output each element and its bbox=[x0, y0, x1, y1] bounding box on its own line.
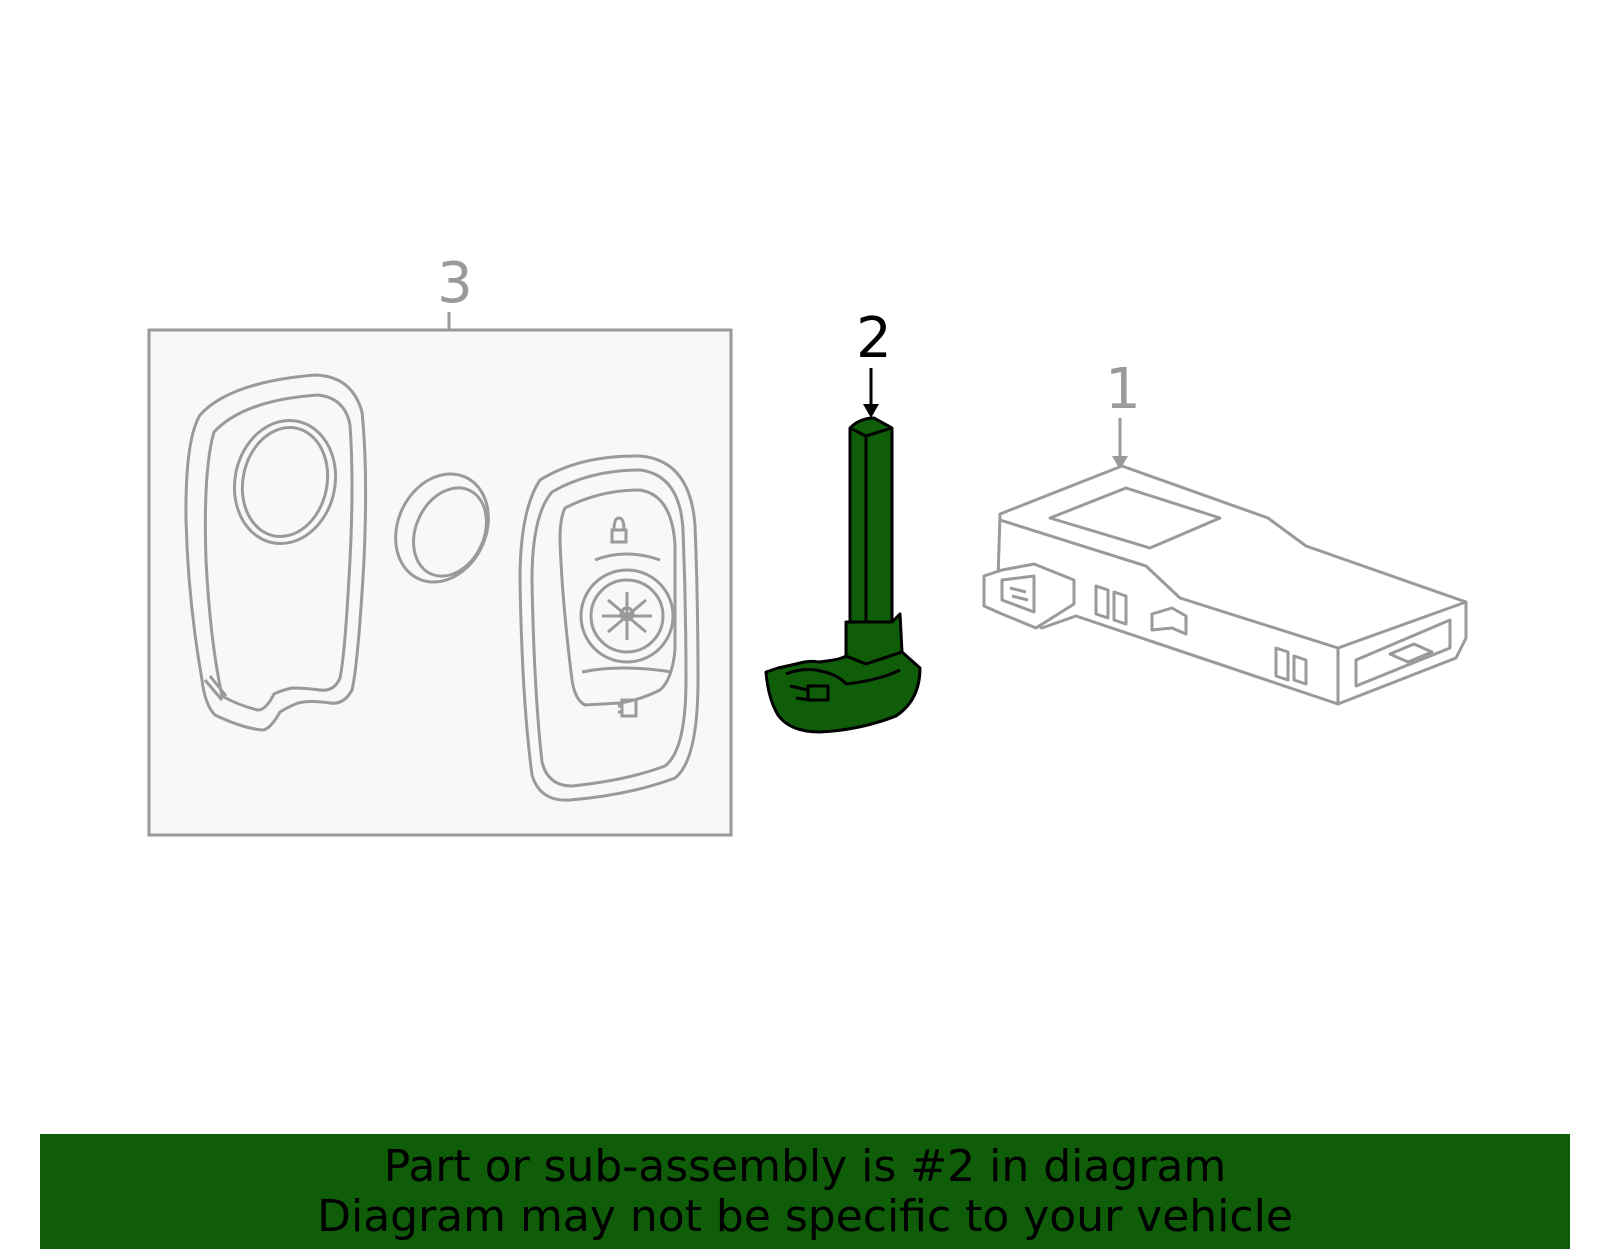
part-1-arrowhead bbox=[1112, 456, 1128, 470]
callout-2: 2 bbox=[856, 306, 892, 371]
part-2-group: 2 bbox=[764, 306, 922, 734]
fob-back-cover bbox=[184, 373, 368, 732]
part-1-group: 1 bbox=[982, 357, 1468, 706]
part-3-group: 3 bbox=[147, 251, 733, 837]
coin-battery bbox=[394, 472, 490, 584]
callout-3: 3 bbox=[437, 251, 473, 316]
banner-line-1: Part or sub-assembly is #2 in diagram bbox=[383, 1140, 1227, 1192]
part-2-arrowhead bbox=[863, 404, 879, 418]
callout-1: 1 bbox=[1105, 357, 1141, 422]
fob-front bbox=[518, 454, 700, 802]
key-blade bbox=[764, 416, 922, 734]
info-banner: Part or sub-assembly is #2 in diagram Di… bbox=[40, 1134, 1570, 1249]
receiver-module bbox=[982, 464, 1468, 706]
banner-line-2: Diagram may not be specific to your vehi… bbox=[317, 1190, 1293, 1242]
